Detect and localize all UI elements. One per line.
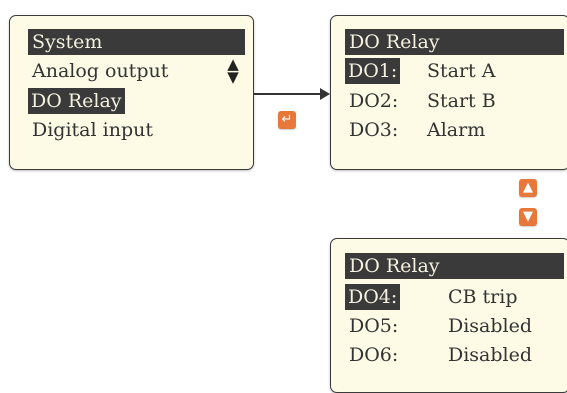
channel-label: DO6: [349, 344, 399, 366]
navigation-arrow [254, 93, 322, 95]
menu-item-analog-output[interactable]: Analog output [32, 58, 168, 84]
menu-item-label: Analog output [32, 60, 169, 82]
channel-label: DO1: [345, 58, 401, 84]
channel-value: Disabled [448, 344, 533, 366]
arrow-head-icon [320, 88, 330, 100]
relay-row-do6[interactable]: DO6: Disabled [349, 342, 559, 368]
menu-item-label: DO Relay [28, 88, 125, 114]
channel-label: DO3: [349, 119, 399, 141]
menu-item-label: Digital input [32, 119, 153, 141]
channel-value: CB trip [448, 286, 518, 308]
menu-item-system[interactable]: System [28, 29, 245, 55]
main-menu-screen: System Analog output DO Relay Digital in… [9, 15, 254, 170]
screen-title: DO Relay [345, 253, 564, 279]
up-down-arrows-icon: ▲▼ [227, 55, 239, 86]
menu-item-label: System [32, 31, 103, 53]
up-key-icon[interactable]: ▲ [519, 179, 537, 197]
relay-row-do2[interactable]: DO2: Start B [349, 88, 549, 114]
channel-value: Alarm [427, 119, 486, 141]
menu-item-do-relay[interactable]: DO Relay [28, 88, 138, 114]
relay-row-do3[interactable]: DO3: Alarm [349, 117, 549, 143]
channel-label: DO4: [345, 284, 401, 310]
channel-value: Start A [427, 60, 496, 82]
channel-label: DO2: [349, 90, 399, 112]
channel-value: Start B [427, 90, 496, 112]
down-key-icon[interactable]: ▼ [519, 208, 537, 226]
relay-row-do1[interactable]: DO1: Start A [345, 58, 545, 84]
relay-row-do5[interactable]: DO5: Disabled [349, 313, 559, 339]
relay-row-do4[interactable]: DO4: CB trip [345, 284, 555, 310]
menu-item-digital-input[interactable]: Digital input [32, 117, 153, 143]
enter-key-icon[interactable]: ↵ [278, 111, 296, 129]
channel-label: DO5: [349, 315, 399, 337]
channel-value: Disabled [448, 315, 533, 337]
screen-title: DO Relay [345, 29, 564, 55]
relay-screen-2: DO Relay DO4: CB trip DO5: Disabled DO6:… [330, 238, 567, 393]
relay-screen-1: DO Relay DO1: Start A DO2: Start B DO3: … [330, 15, 567, 170]
